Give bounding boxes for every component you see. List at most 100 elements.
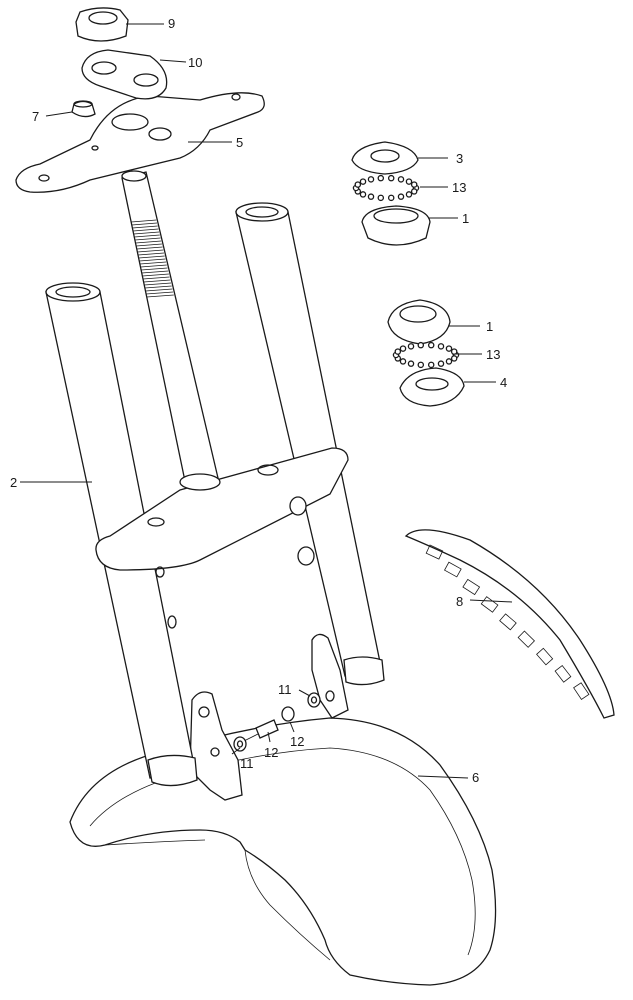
steel-ball <box>405 178 413 185</box>
bearing-race-1-lower <box>387 299 451 345</box>
steel-ball <box>377 194 385 202</box>
steel-ball <box>410 188 418 195</box>
stem-nut-9 <box>75 7 129 42</box>
thread-line <box>138 255 165 259</box>
steel-ball <box>450 355 458 362</box>
steel-ball <box>410 181 418 188</box>
flap-cell <box>499 613 517 631</box>
flap-cell <box>462 578 481 596</box>
stem-threads <box>131 219 174 298</box>
steering-stem <box>121 170 219 487</box>
thread-line <box>141 270 169 274</box>
callout-4: 4 <box>500 375 507 390</box>
thread-line <box>142 276 170 280</box>
steel-ball <box>437 360 445 367</box>
steel-ball <box>387 174 395 182</box>
steel-ball <box>397 176 405 183</box>
thread-line <box>146 291 174 295</box>
flap-cell <box>480 596 499 613</box>
bearing-cone-1-upper <box>361 205 431 246</box>
callout-2: 2 <box>10 475 17 490</box>
flap-cell <box>425 544 444 560</box>
washer-11-right <box>307 690 335 708</box>
thread-line <box>136 246 163 250</box>
thread-line <box>135 240 162 244</box>
thread-line <box>131 222 158 226</box>
callout-5: 5 <box>236 135 243 150</box>
callout-11-left: 11 <box>240 756 254 771</box>
steel-ball <box>387 194 395 202</box>
callout-1-upper: 1 <box>462 211 469 226</box>
thread-line <box>139 261 167 265</box>
left-fender-bracket <box>189 691 243 801</box>
bolt-12-right <box>281 706 295 722</box>
steel-ball <box>354 181 362 188</box>
callout-13-upper: 13 <box>452 180 466 195</box>
thread-line <box>144 285 172 289</box>
steel-ball <box>445 345 453 352</box>
steel-ball <box>394 348 402 355</box>
steel-ball <box>399 345 407 352</box>
steel-ball <box>367 193 375 200</box>
thread-line <box>132 228 159 232</box>
callout-9: 9 <box>168 16 175 31</box>
callout-10: 10 <box>188 55 202 70</box>
callout-1-lower: 1 <box>486 319 493 334</box>
steel-ball <box>427 361 435 369</box>
steel-ball <box>399 358 407 365</box>
mud-flap-8 <box>404 529 615 719</box>
callout-12-left: 12 <box>264 745 278 760</box>
callout-11-right: 11 <box>278 682 292 697</box>
steel-ball <box>450 348 458 355</box>
thread-line <box>137 249 164 253</box>
callout-3: 3 <box>456 151 463 166</box>
thread-line <box>131 219 157 223</box>
steel-ball <box>359 178 367 185</box>
adjusting-nut-3 <box>351 141 419 175</box>
steel-ball <box>417 361 425 369</box>
thread-line <box>133 231 160 235</box>
mud-flap-grid <box>425 544 590 700</box>
thread-line <box>140 264 167 268</box>
right-fender-bracket <box>311 633 349 719</box>
steel-ball <box>407 360 415 367</box>
flap-cell <box>517 630 536 648</box>
steel-ball <box>367 176 375 183</box>
front-fender <box>69 717 497 986</box>
thread-line <box>142 273 169 277</box>
thread-line <box>141 267 168 271</box>
fork-tube-right <box>235 202 385 686</box>
flap-cell <box>443 561 462 578</box>
callout-8: 8 <box>456 594 463 609</box>
steel-ball <box>359 191 367 198</box>
bearing-race-4 <box>399 367 465 407</box>
washer-plate-10 <box>81 49 168 100</box>
thread-line <box>136 243 162 247</box>
callout-12-right: 12 <box>290 734 304 749</box>
thread-line <box>144 282 172 286</box>
steel-ball <box>397 193 405 200</box>
steel-ball <box>437 343 445 350</box>
steel-balls-13-upper <box>352 174 420 202</box>
thread-line <box>146 294 174 298</box>
washer-11-left <box>233 736 247 752</box>
callout-13-lower: 13 <box>486 347 500 362</box>
thread-line <box>134 234 160 238</box>
thread-line <box>139 258 166 262</box>
steel-ball <box>407 343 415 350</box>
steel-ball <box>427 341 435 349</box>
flap-cell <box>573 682 590 700</box>
thread-line <box>132 225 158 229</box>
thread-line <box>134 237 161 241</box>
thread-line <box>145 288 173 292</box>
steel-ball <box>377 174 385 182</box>
callout-6: 6 <box>472 770 479 785</box>
flap-cell <box>536 647 554 666</box>
callout-7: 7 <box>32 109 39 124</box>
thread-line <box>137 252 165 256</box>
steel-balls-13-lower <box>392 341 460 369</box>
nut-7 <box>71 100 96 118</box>
flap-cell <box>554 664 572 683</box>
under-bracket <box>95 447 349 578</box>
